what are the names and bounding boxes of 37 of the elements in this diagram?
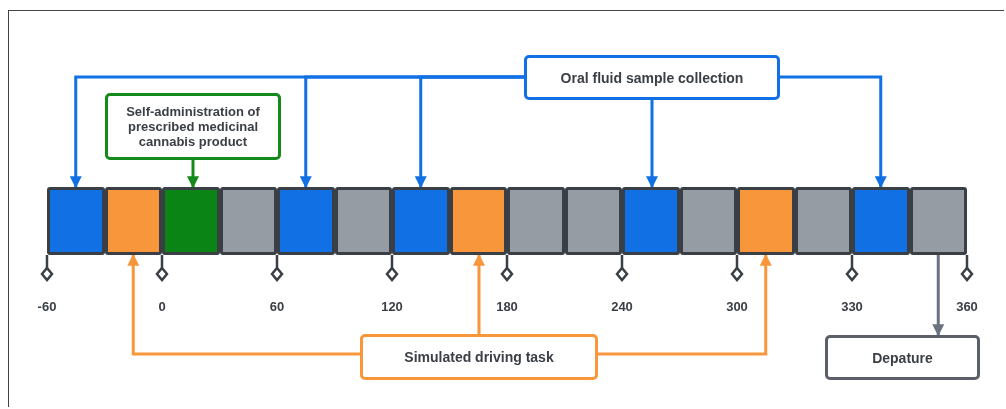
time-label: 300 [726, 299, 748, 314]
time-label: 180 [496, 299, 518, 314]
time-label: 0 [158, 299, 166, 314]
time-label: 240 [611, 299, 633, 314]
arrow [187, 160, 199, 189]
timeline-block [622, 187, 680, 255]
callout-box: Depature [825, 335, 980, 380]
callout-box: Self-administration of prescribed medicinal cannabis product [105, 93, 281, 160]
time-label: 360 [956, 299, 978, 314]
time-label: 330 [841, 299, 863, 314]
timeline-block [794, 187, 852, 255]
timeline-block [507, 187, 565, 255]
timeline-block [679, 187, 737, 255]
arrow [598, 253, 772, 356]
timeline-block [219, 187, 277, 255]
callout-box: Simulated driving task [360, 334, 598, 380]
timeline-block [564, 187, 622, 255]
arrow [932, 255, 945, 337]
timeline-block [449, 187, 507, 255]
time-label: -60 [37, 299, 57, 314]
time-label: 60 [269, 299, 285, 314]
arrow [127, 253, 360, 356]
timeline-block [104, 187, 162, 255]
timeline-block [852, 187, 910, 255]
timeline-block [392, 187, 450, 255]
timeline-block [162, 187, 220, 255]
timeline-block [47, 187, 105, 255]
arrow [473, 253, 485, 334]
timeline-block [277, 187, 335, 255]
arrow [414, 75, 524, 189]
callout-box: Oral fluid sample collection [524, 55, 780, 100]
arrow [780, 75, 887, 189]
arrow [646, 100, 658, 189]
timeline-block [909, 187, 967, 255]
timeline-block [334, 187, 392, 255]
timeline-block [737, 187, 795, 255]
time-label: 120 [381, 299, 403, 314]
